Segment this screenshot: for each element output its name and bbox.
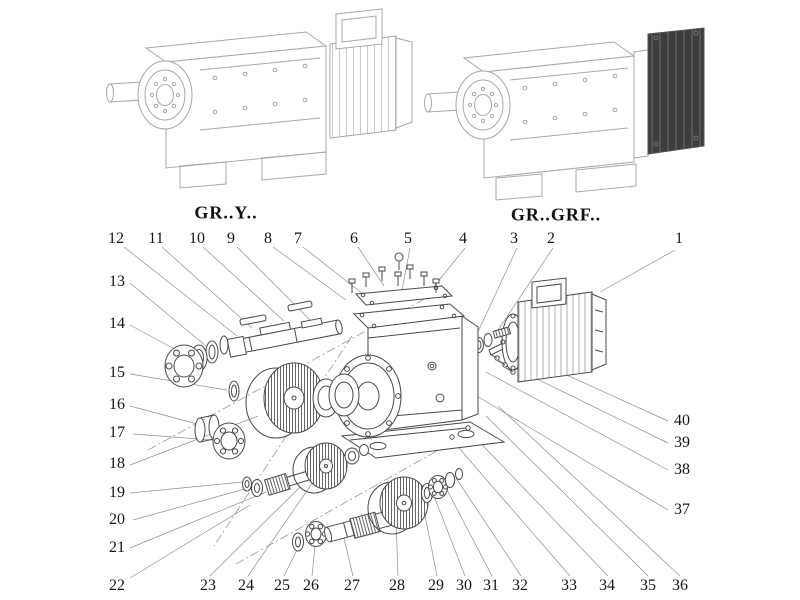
callout-18: 18	[109, 455, 125, 472]
callout-39: 39	[674, 434, 690, 451]
callout-8: 8	[264, 230, 272, 247]
callout-4: 4	[459, 230, 467, 247]
callout-36: 36	[672, 577, 688, 594]
callout-14: 14	[109, 315, 125, 332]
callout-22: 22	[109, 577, 125, 594]
callout-2: 2	[547, 230, 555, 247]
gear-housing	[334, 303, 506, 459]
callout-31: 31	[483, 577, 499, 594]
callout-26: 26	[303, 577, 319, 594]
callout-7: 7	[294, 230, 302, 247]
pinion-shaft-cluster	[242, 442, 369, 497]
cover-and-bolts	[348, 252, 454, 306]
callout-11: 11	[148, 230, 164, 247]
callout-19: 19	[109, 484, 125, 501]
callout-13: 13	[109, 273, 125, 290]
callout-34: 34	[599, 577, 615, 594]
assembled-view-grgrf	[424, 27, 705, 201]
callout-25: 25	[274, 577, 290, 594]
callout-32: 32	[512, 577, 528, 594]
spline-dots	[149, 76, 181, 114]
callout-24: 24	[238, 577, 254, 594]
callout-29: 29	[428, 577, 444, 594]
callout-16: 16	[109, 396, 125, 413]
callout-17: 17	[109, 424, 125, 441]
intermediate-rings	[312, 373, 360, 418]
leader-lines	[123, 246, 681, 579]
variant-label-gry: GR..Y..	[194, 202, 258, 223]
callout-27: 27	[344, 577, 360, 594]
input-shaft	[226, 300, 343, 358]
callout-38: 38	[674, 461, 690, 478]
callout-12: 12	[108, 230, 124, 247]
callout-10: 10	[189, 230, 205, 247]
output-shaft-cluster	[292, 468, 463, 552]
callout-5: 5	[404, 230, 412, 247]
bushing-and-bearing	[194, 414, 246, 460]
callout-35: 35	[640, 577, 656, 594]
callout-9: 9	[227, 230, 235, 247]
variant-label-grgrf: GR..GRF..	[510, 204, 602, 225]
callout-3: 3	[510, 230, 518, 247]
callout-30: 30	[456, 577, 472, 594]
callout-20: 20	[109, 511, 125, 528]
callout-23: 23	[200, 577, 216, 594]
large-gear	[245, 362, 325, 439]
callout-33: 33	[561, 577, 577, 594]
callout-21: 21	[109, 539, 125, 556]
callout-28: 28	[389, 577, 405, 594]
exploded-view	[147, 252, 607, 565]
callout-40: 40	[674, 412, 690, 429]
spline-dots	[467, 86, 499, 124]
callout-37: 37	[674, 501, 690, 518]
callout-6: 6	[350, 230, 358, 247]
callout-1: 1	[675, 230, 683, 247]
input-seals-bearings	[164, 335, 240, 402]
callout-15: 15	[109, 364, 125, 381]
assembled-view-gry	[106, 8, 413, 189]
